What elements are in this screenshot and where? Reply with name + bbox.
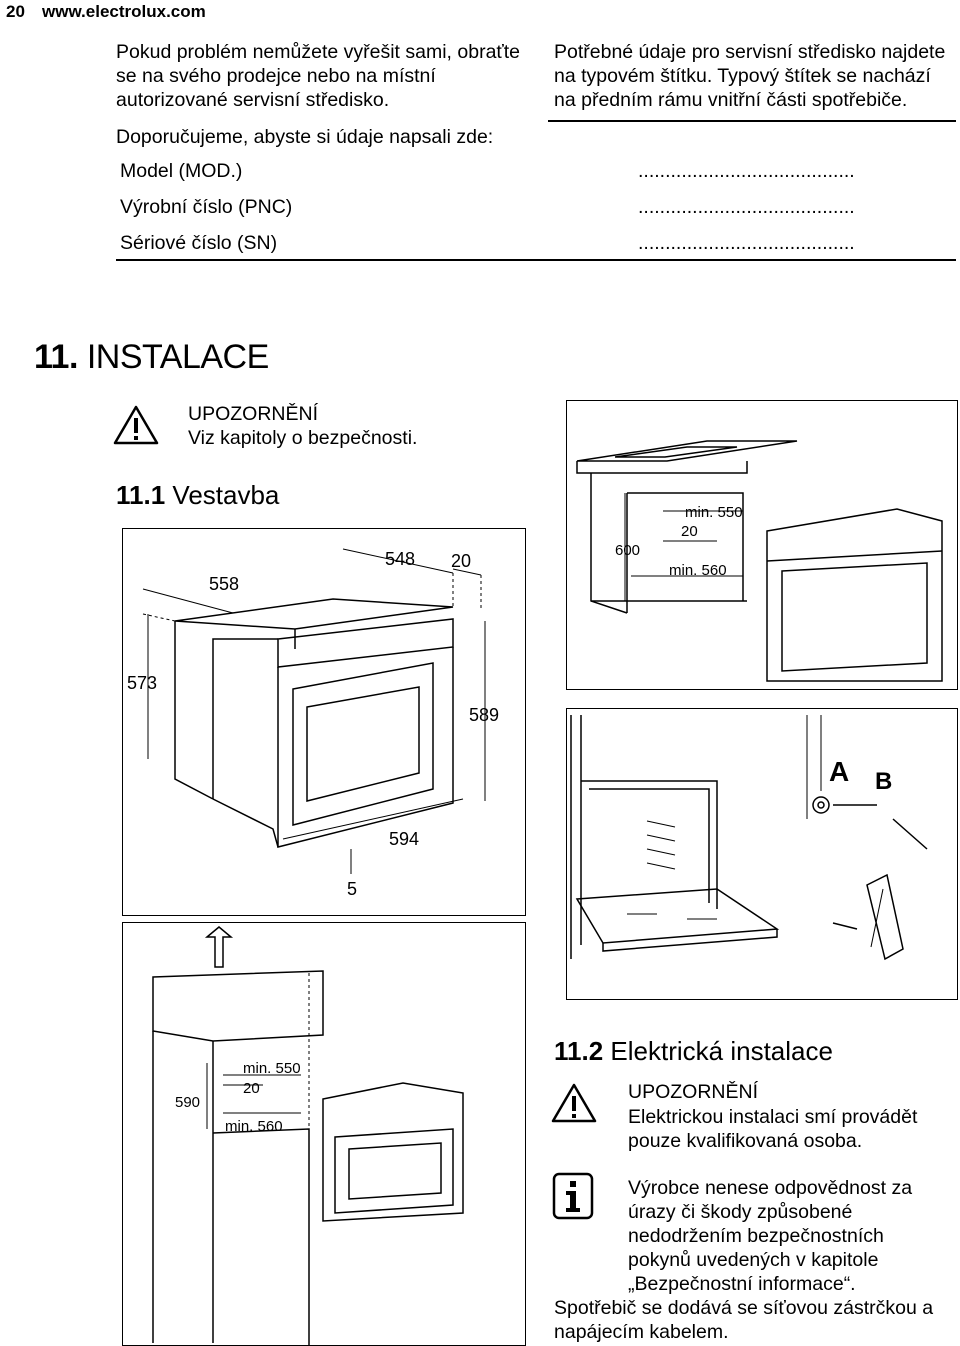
dim-589: 589	[469, 705, 499, 725]
subsection-title-elektricka: 11.2 Elektrická instalace	[554, 1036, 833, 1067]
oven-dimensions-figure: 558 548 20 573 589 594 5	[122, 528, 526, 916]
warning-text: Elektrickou instalaci smí provádět pouze…	[628, 1106, 918, 1152]
warning-title: UPOZORNĚNÍ	[628, 1081, 759, 1103]
divider	[548, 120, 956, 122]
subsection-number: 11.1	[116, 480, 166, 510]
label-b: B	[875, 768, 892, 795]
recommend-text: Doporučujeme, abyste si údaje napsali zd…	[116, 126, 494, 148]
dim-548: 548	[385, 549, 415, 569]
dim-573: 573	[127, 673, 157, 693]
dim-594: 594	[389, 829, 419, 849]
warning-text: Viz kapitoly o bezpečnosti.	[188, 427, 418, 449]
header-url[interactable]: www.electrolux.com	[42, 2, 206, 21]
warning-icon	[551, 1083, 597, 1123]
section-title-text: INSTALACE	[86, 338, 269, 376]
dim-min-550: min. 550	[685, 504, 743, 521]
closing-text: Spotřebič se dodává se síťovou zástrčkou…	[554, 1297, 934, 1343]
dim-min-550: min. 550	[243, 1060, 301, 1077]
subsection-number: 11.2	[554, 1036, 604, 1066]
dim-600: 600	[615, 542, 640, 559]
divider	[116, 259, 956, 261]
section-number: 11.	[34, 338, 78, 376]
info-icon	[552, 1172, 594, 1220]
mounting-figure: A B	[566, 708, 958, 1000]
subsection-title-text: Vestavba	[172, 480, 280, 510]
under-counter-figure: min. 550 20 min. 560 600	[566, 400, 958, 690]
dim-558: 558	[209, 574, 239, 594]
info-text: Výrobce nenese odpovědnost za úrazy či š…	[628, 1177, 913, 1295]
dim-20: 20	[451, 551, 471, 571]
subsection-title-text: Elektrická instalace	[610, 1036, 833, 1066]
field-value-sn: ........................................	[638, 232, 855, 254]
section-title: 11. INSTALACE	[34, 338, 269, 377]
label-a: A	[829, 756, 849, 787]
field-value-pnc: ........................................	[638, 196, 855, 218]
field-label-sn: Sériové číslo (SN)	[120, 232, 278, 254]
field-value-model: ........................................	[638, 160, 855, 182]
dim-5: 5	[347, 879, 357, 899]
field-label-model: Model (MOD.)	[120, 160, 243, 182]
warning-icon	[113, 405, 159, 445]
page-number: 20	[6, 2, 25, 21]
service-left-text: Pokud problém nemůžete vyřešit sami, obr…	[116, 41, 520, 111]
column-cabinet-figure: 590 min. 550 20 min. 560	[122, 922, 526, 1346]
dim-20: 20	[243, 1080, 260, 1097]
dim-min-560: min. 560	[669, 562, 727, 579]
dim-590: 590	[175, 1094, 200, 1111]
subsection-title-vestavba: 11.1 Vestavba	[116, 480, 279, 511]
field-label-pnc: Výrobní číslo (PNC)	[120, 196, 293, 218]
service-right-text: Potřebné údaje pro servisní středisko na…	[554, 41, 946, 111]
dim-min-560: min. 560	[225, 1118, 283, 1135]
warning-title: UPOZORNĚNÍ	[188, 403, 319, 425]
dim-20: 20	[681, 523, 698, 540]
